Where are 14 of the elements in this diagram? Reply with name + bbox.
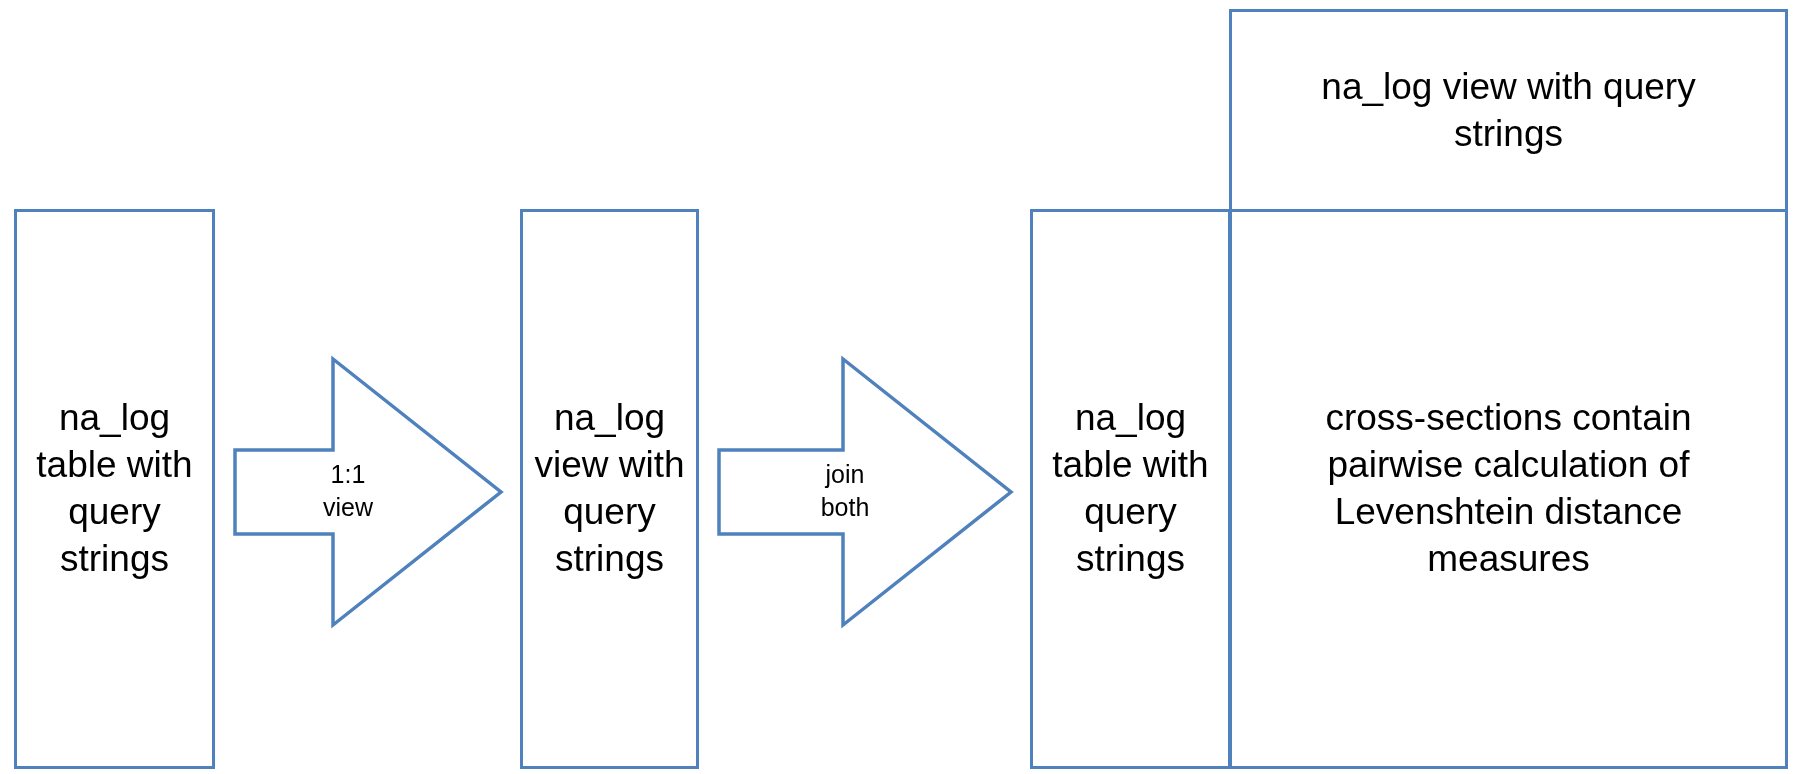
box-label: cross-sections contain pairwise calculation of Levenshtein distance measures — [1324, 396, 1693, 581]
block-arrow — [233, 355, 504, 629]
block-arrow — [717, 355, 1014, 629]
process-box — [1229, 9, 1788, 212]
process-box — [1229, 209, 1788, 769]
process-box — [14, 209, 215, 769]
edge-label: join both — [819, 459, 871, 523]
process-box — [1030, 209, 1231, 769]
box-label: na_log table with query strings — [35, 396, 194, 581]
edge-label: 1:1 view — [322, 459, 374, 523]
box-label: na_log view with query strings — [533, 396, 686, 581]
box-label: na_log table with query strings — [1051, 396, 1210, 581]
process-box — [520, 209, 699, 769]
box-label: na_log view with query strings — [1320, 64, 1697, 156]
